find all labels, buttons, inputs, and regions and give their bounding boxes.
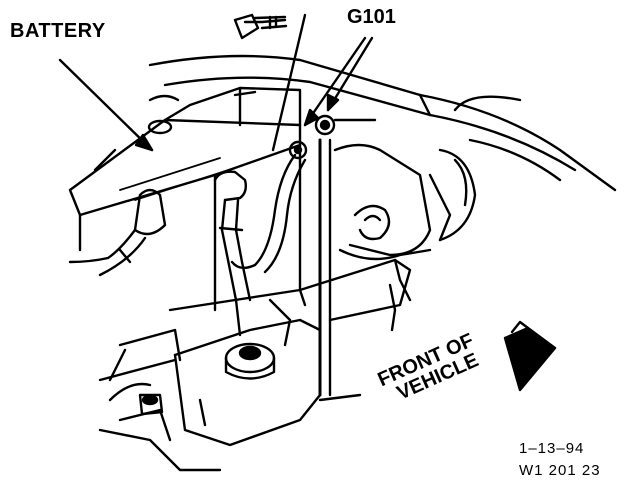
battery-label: BATTERY bbox=[10, 20, 106, 42]
date-stamp: 1–13–94 bbox=[519, 440, 585, 457]
negative-terminal-cable bbox=[68, 188, 167, 277]
figure-code: W1 201 23 bbox=[519, 462, 601, 479]
battery bbox=[68, 86, 302, 312]
g101-ground-point bbox=[314, 114, 377, 397]
harness-and-wheelwell bbox=[333, 143, 477, 261]
g101-label: G101 bbox=[347, 6, 396, 28]
battery-vent-cap bbox=[147, 119, 173, 135]
positive-terminal-cable bbox=[213, 170, 252, 337]
leader-lines bbox=[58, 13, 374, 152]
ground-eyelet bbox=[288, 140, 308, 160]
front-direction-arrow bbox=[503, 320, 557, 392]
ground-bolt bbox=[233, 13, 288, 40]
body-panel-lines bbox=[148, 54, 617, 192]
lower-bracket bbox=[98, 258, 412, 472]
ground-wire bbox=[230, 140, 308, 274]
